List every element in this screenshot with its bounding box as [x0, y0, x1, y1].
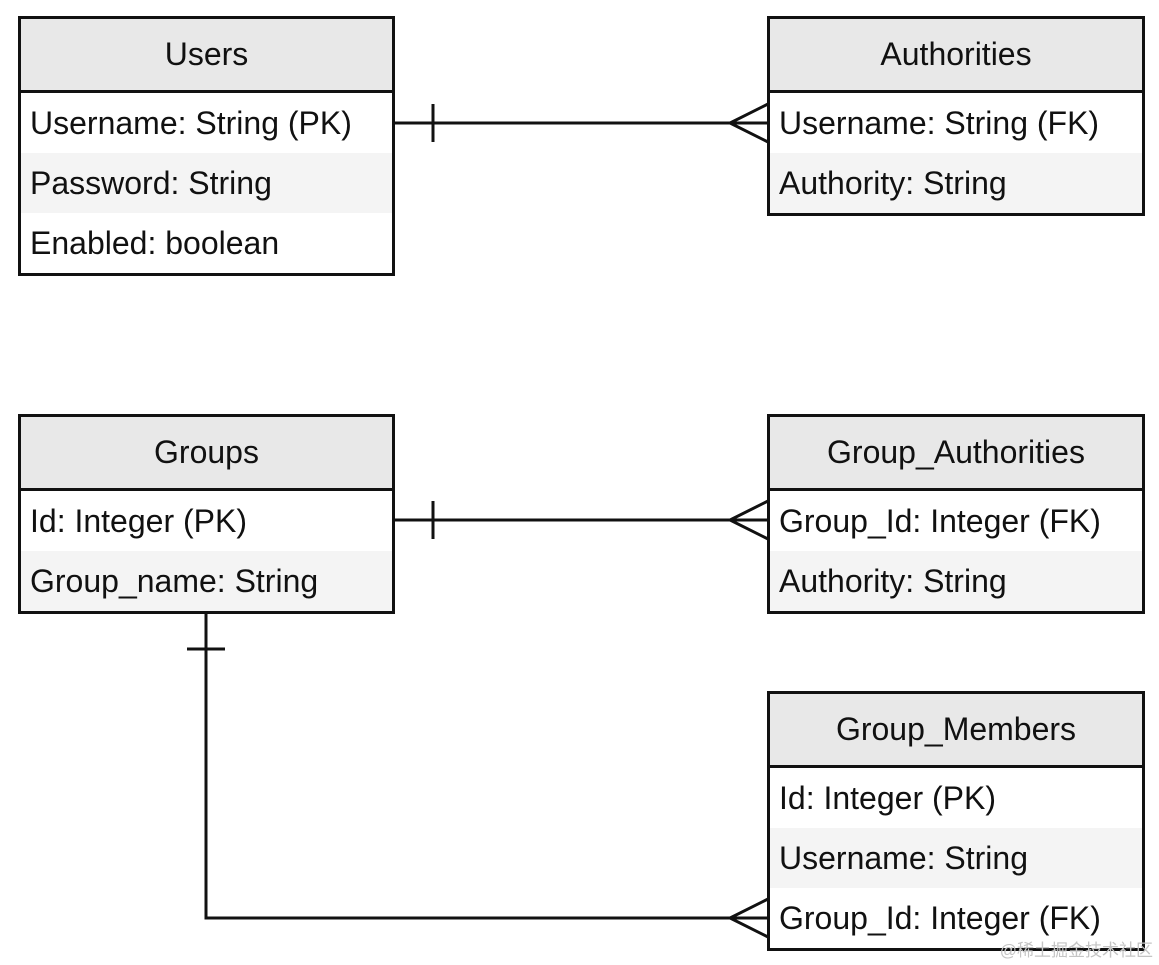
entity-title: Users	[21, 19, 392, 93]
entity-field: Authority: String	[770, 551, 1142, 611]
rel-groupauthorities-many-marker	[726, 499, 769, 541]
watermark: @稀土掘金技术社区	[999, 941, 1153, 960]
entity-field: Username: String	[770, 828, 1142, 888]
entity-field: Group_Id: Integer (FK)	[779, 899, 1101, 936]
entity-users: Users Username: String (PK) Password: St…	[18, 16, 395, 276]
entity-field: Enabled: boolean	[30, 224, 280, 261]
entity-title: Authorities	[770, 19, 1142, 93]
entity-title: Group_Authorities	[770, 417, 1142, 491]
entity-field: Id: Integer (PK)	[30, 502, 247, 539]
entity-title: Groups	[21, 417, 392, 491]
entity-field: Password: String	[21, 153, 392, 213]
entity-authorities: Authorities Username: String (FK) Author…	[767, 16, 1145, 216]
entity-field: Username: String (PK)	[30, 104, 352, 141]
entity-field: Authority: String	[770, 153, 1142, 213]
rel-groups-groupmembers-line	[204, 610, 768, 920]
rel-groupmembers-many-marker	[726, 897, 769, 939]
entity-groups: Groups Id: Integer (PK) Group_name: Stri…	[18, 414, 395, 614]
entity-group-authorities: Group_Authorities Group_Id: Integer (FK)…	[767, 414, 1145, 614]
entity-group-members: Group_Members Id: Integer (PK) Username:…	[767, 691, 1145, 951]
entity-title: Group_Members	[770, 694, 1142, 768]
entity-field: Id: Integer (PK)	[779, 779, 996, 816]
entity-field: Group_name: String	[21, 551, 392, 611]
rel-authorities-many-marker	[726, 102, 769, 144]
entity-field: Username: String (FK)	[779, 104, 1100, 141]
entity-field: Group_Id: Integer (FK)	[779, 502, 1101, 539]
